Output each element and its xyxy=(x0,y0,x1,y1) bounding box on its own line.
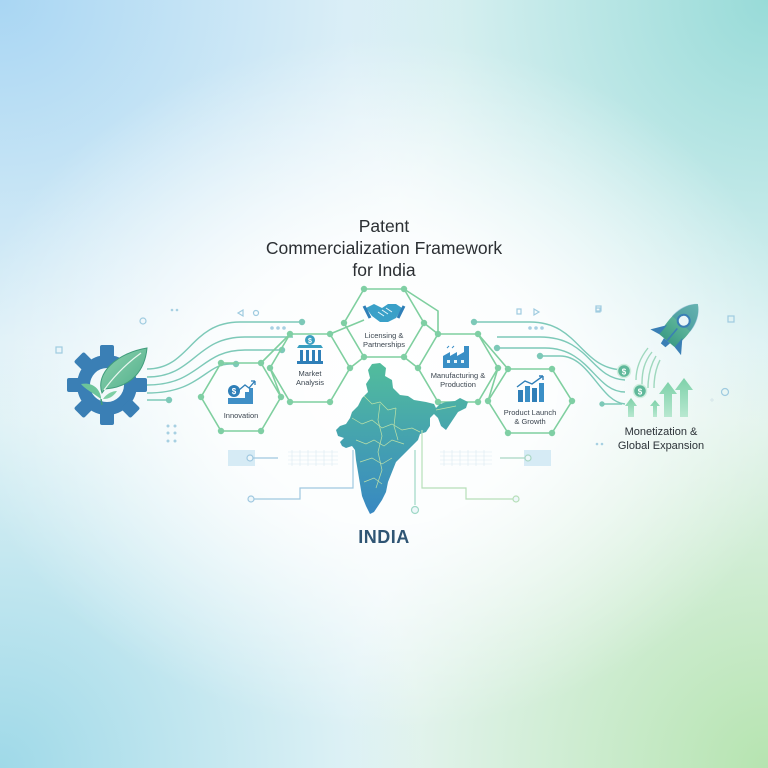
svg-text:$: $ xyxy=(308,338,312,345)
stage-label-licensing: Licensing & Partnerships xyxy=(354,331,414,349)
left-circuit-lines xyxy=(146,318,306,404)
coin-icon: $ $ xyxy=(616,363,648,399)
gear-leaf-icon xyxy=(67,345,148,425)
decor-dots xyxy=(55,305,735,397)
svg-text:$: $ xyxy=(622,368,627,377)
handshake-icon xyxy=(362,304,406,322)
dollar-growth-chart-icon: $ xyxy=(228,380,256,404)
diagram-title: Patent Commercialization Framework for I… xyxy=(0,215,768,281)
stage-label-line: & Growth xyxy=(514,417,546,426)
monetization-label: Monetization & Global Expansion xyxy=(596,425,726,453)
india-map-icon xyxy=(336,363,468,514)
stage-label-line: Market xyxy=(298,369,322,378)
factory-icon xyxy=(443,345,469,368)
stage-label-manufacturing: Manufacturing & Production xyxy=(424,371,492,389)
monetization-label-line-2: Global Expansion xyxy=(617,440,705,452)
hexagon-nodes xyxy=(197,285,576,437)
bank-building-icon: $ xyxy=(297,335,323,364)
svg-text:$: $ xyxy=(232,387,237,396)
stage-label-line: Partnerships xyxy=(362,340,406,349)
bar-chart-growth-icon xyxy=(516,375,544,402)
svg-text:$: $ xyxy=(638,388,643,397)
right-circuit-lines xyxy=(470,318,626,407)
rocket-exhaust xyxy=(635,347,661,389)
title-line-2: Commercialization Framework xyxy=(265,238,503,258)
stage-label-line: Innovation xyxy=(223,411,259,420)
monetization-label-line-1: Monetization & xyxy=(624,426,698,438)
stage-label-line: Licensing & xyxy=(364,331,404,340)
stage-label-line: Production xyxy=(440,380,476,389)
rocket-icon xyxy=(650,303,699,356)
title-line-3: for India xyxy=(352,260,416,280)
stage-label-market-analysis: Market Analysis xyxy=(280,369,340,387)
map-connectors xyxy=(228,430,551,515)
title-line-1: Patent xyxy=(358,216,410,236)
stage-label-innovation: Innovation xyxy=(211,411,271,420)
stage-label-line: Product Launch xyxy=(503,408,557,417)
growth-arrows-icon xyxy=(625,378,693,417)
stage-label-line: Analysis xyxy=(296,378,324,387)
india-label: INDIA xyxy=(358,527,410,547)
hex-innovation xyxy=(200,362,282,432)
stage-label-launch: Product Launch & Growth xyxy=(496,408,564,426)
stage-label-line: Manufacturing & xyxy=(430,371,486,380)
